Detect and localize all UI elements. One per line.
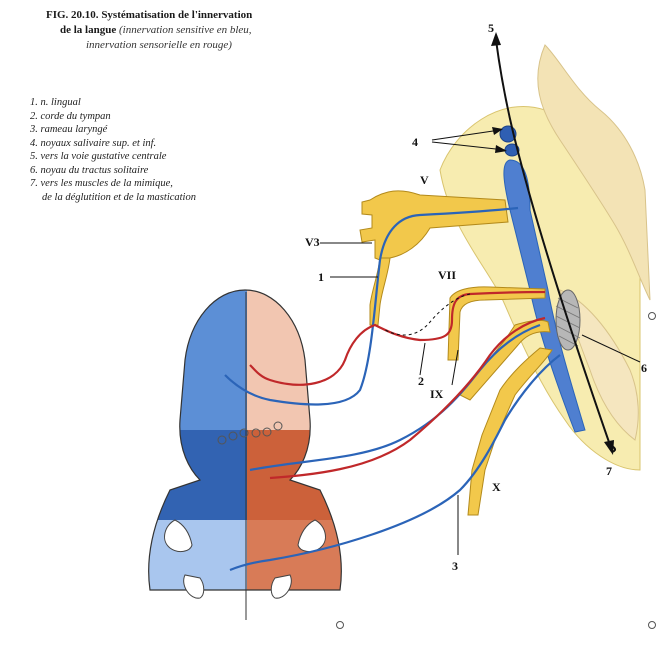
arrow-7-head	[604, 440, 614, 455]
tongue	[148, 290, 342, 590]
legend-item-continuation: de la déglutition et de la mastication	[42, 191, 196, 203]
legend-item: 5. vers la voie gustative centrale	[30, 151, 167, 162]
legend-item: 3. rameau laryngé	[30, 124, 108, 135]
label-ix: IX	[430, 387, 444, 401]
arrow-4b-head	[495, 145, 507, 153]
tongue-outline	[148, 289, 342, 591]
label-v: V	[420, 173, 429, 187]
label-7: 7	[606, 464, 612, 478]
lingual-nerve-fiber	[224, 206, 519, 406]
vallate-papillae	[217, 421, 283, 445]
epiglottis-left	[164, 519, 193, 553]
label-5: 5	[488, 21, 494, 35]
label-6: 6	[641, 361, 647, 375]
bone-shape	[537, 44, 651, 301]
legend-item: 6. noyau du tractus solitaire	[30, 164, 149, 176]
leader-lines	[320, 129, 641, 555]
label-vii: VII	[438, 268, 456, 282]
trigeminal-ganglion	[359, 190, 509, 263]
legend-item: 1. n. lingual	[30, 97, 81, 108]
figure-subtitle-line1: (innervation sensitive en bleu,	[118, 24, 252, 36]
vagus-nerve-x	[467, 347, 553, 516]
arrow-5-line	[495, 39, 611, 446]
hyoid-right	[270, 574, 292, 599]
arrow-5-head	[491, 32, 501, 46]
legend-item: 2. corde du tympan	[30, 110, 111, 122]
slide-handle	[648, 621, 656, 629]
figure-title-line2: de la langue	[60, 24, 117, 36]
slide-handle	[336, 621, 344, 629]
hyoid-left	[183, 574, 205, 599]
glossopharyngeal-red-fiber	[269, 316, 546, 480]
legend-list: 1. n. lingual 2. corde du tympan 3. rame…	[30, 96, 260, 204]
label-1: 1	[318, 270, 324, 284]
chorda-tympani-dashed	[384, 293, 471, 336]
slide-handle	[648, 312, 656, 320]
figure-subtitle-line2: innervation sensorielle en rouge)	[86, 39, 232, 51]
label-v3: V3	[305, 235, 320, 249]
figure-title-line1: Systématisation de l'innervation	[101, 9, 253, 21]
arrow-4a-head	[492, 127, 503, 135]
legend-item: 7. vers les muscles de la mimique,	[30, 178, 173, 189]
label-2: 2	[418, 374, 424, 388]
label-x: X	[492, 480, 501, 494]
label-3: 3	[452, 559, 458, 573]
arrow-7-line	[609, 444, 617, 453]
label-4: 4	[412, 135, 418, 149]
figure-caption: FIG. 20.10. Systématisation de l'innerva…	[46, 8, 306, 53]
figure-number: FIG. 20.10.	[46, 9, 99, 21]
epiglottis-right	[297, 519, 326, 553]
laryngeal-blue-fiber	[229, 354, 561, 572]
legend-item: 4. noyaux salivaire sup. et inf.	[30, 137, 157, 149]
glossopharyngeal-nerve-ix	[459, 319, 551, 401]
